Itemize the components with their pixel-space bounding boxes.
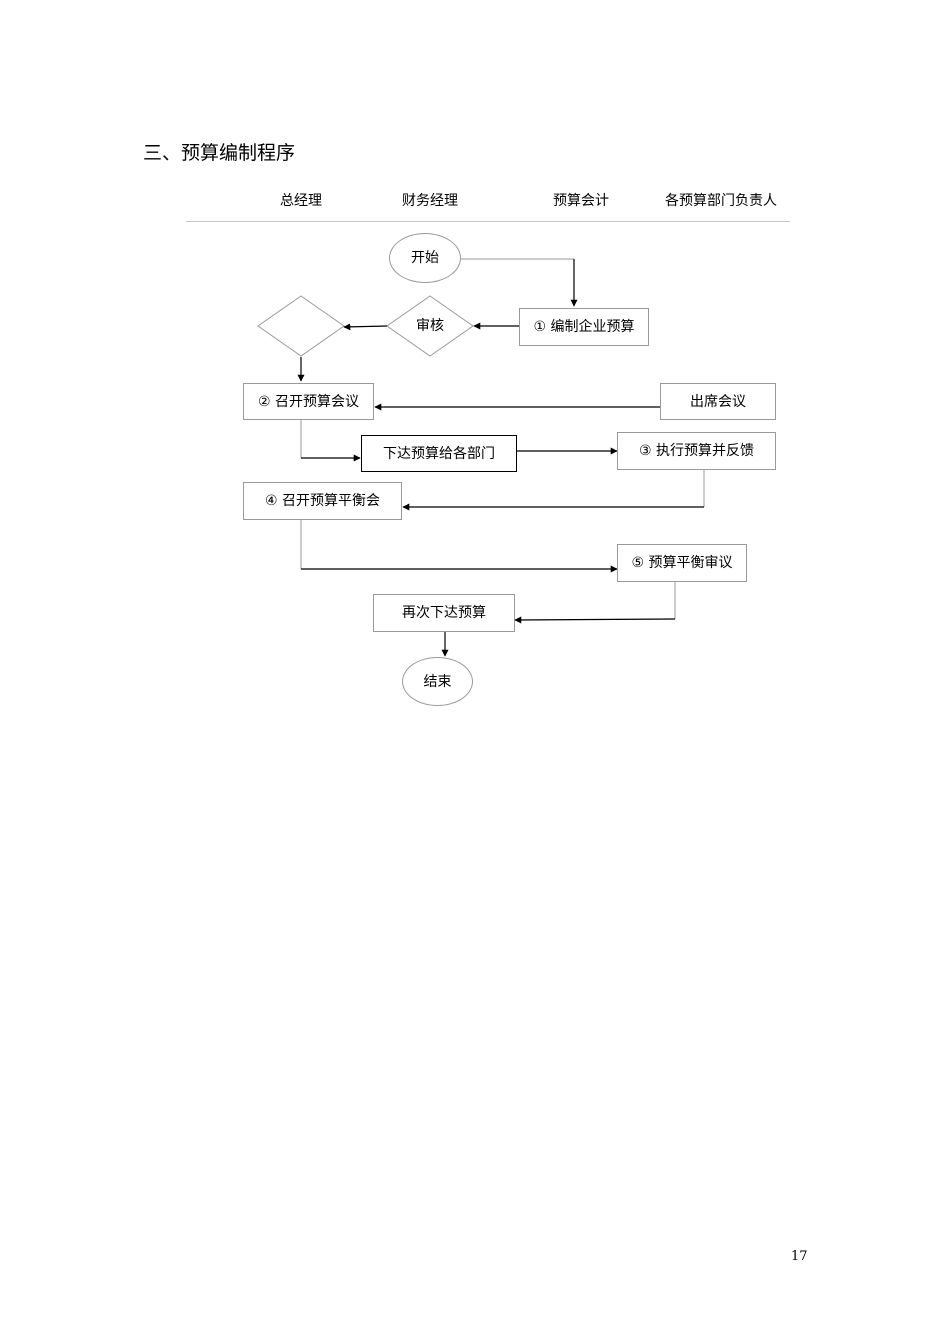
start-node: 开始 <box>389 233 461 283</box>
issue-budget-box: 下达预算给各部门 <box>361 435 517 472</box>
lane-header-budget-accountant: 预算会计 <box>553 193 609 209</box>
arrow-review-to-decision <box>343 323 388 331</box>
decision-diamond-left <box>257 295 345 357</box>
page-number: 17 <box>791 1249 808 1264</box>
lane-header-dept-heads: 各预算部门负责人 <box>665 193 777 209</box>
attend-meeting-box: 出席会议 <box>660 383 776 420</box>
lane-divider <box>186 221 790 222</box>
step2-box: ② 召开预算会议 <box>243 383 374 420</box>
step4-box: ④ 召开预算平衡会 <box>243 482 402 520</box>
reissue-budget-box: 再次下达预算 <box>373 594 515 632</box>
step3-box: ③ 执行预算并反馈 <box>617 432 776 470</box>
step5-box: ⑤ 预算平衡审议 <box>617 544 747 582</box>
end-node: 结束 <box>402 657 473 706</box>
review-label: 审核 <box>416 318 444 334</box>
lane-header-finance-manager: 财务经理 <box>402 193 458 209</box>
step1-box: ① 编制企业预算 <box>519 308 649 346</box>
arrow-step5-to-reissue <box>514 616 676 624</box>
section-title: 三、预算编制程序 <box>143 142 296 164</box>
lane-header-general-manager: 总经理 <box>280 193 322 209</box>
